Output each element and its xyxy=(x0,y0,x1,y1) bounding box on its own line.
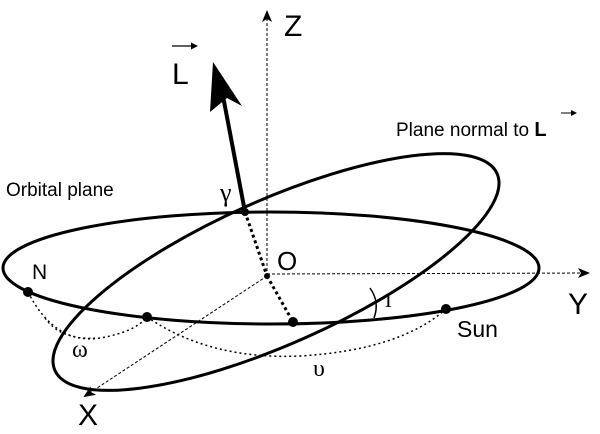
orbital-plane-label: Orbital plane xyxy=(6,180,114,201)
orbital-plane-ellipse xyxy=(1,210,541,326)
plane-normal-label: Plane normal to L xyxy=(396,119,547,141)
l-vector-label: L xyxy=(172,58,189,91)
l-vector-hidden-segment xyxy=(243,211,269,277)
z-axis-label: Z xyxy=(284,10,302,43)
plane-normal-vector-symbol: L xyxy=(534,119,546,141)
periapsis-point xyxy=(142,312,152,322)
x-axis-line xyxy=(83,275,268,398)
node-label: N xyxy=(32,261,47,284)
sun-point xyxy=(441,304,451,314)
node-to-ascending-dotted-arc xyxy=(27,291,148,340)
gamma-label: γ xyxy=(219,178,232,207)
origin-to-node-dotted-line xyxy=(265,275,295,323)
origin-label: O xyxy=(277,246,297,276)
upsilon-label: υ xyxy=(313,356,325,382)
y-axis-label: Y xyxy=(568,288,588,321)
y-axis-line xyxy=(266,268,590,279)
inclination-label: ı xyxy=(385,287,392,313)
omega-label: ω xyxy=(72,337,88,363)
gamma-point xyxy=(241,208,249,216)
l-vector-line xyxy=(221,95,247,213)
tilted-plane-ellipse xyxy=(51,152,501,392)
l-label-arrowhead xyxy=(191,42,198,50)
plane-normal-arrowhead xyxy=(571,110,577,116)
intersection-point xyxy=(288,317,298,327)
l-vector-arrowhead xyxy=(210,62,242,112)
upsilon-dotted-arc xyxy=(146,308,447,358)
x-axis-label: X xyxy=(78,399,98,429)
omega-arc xyxy=(44,317,96,339)
node-point xyxy=(23,287,33,297)
sun-label: Sun xyxy=(457,316,498,342)
inclination-arc xyxy=(369,287,377,319)
origin-point xyxy=(264,273,270,279)
